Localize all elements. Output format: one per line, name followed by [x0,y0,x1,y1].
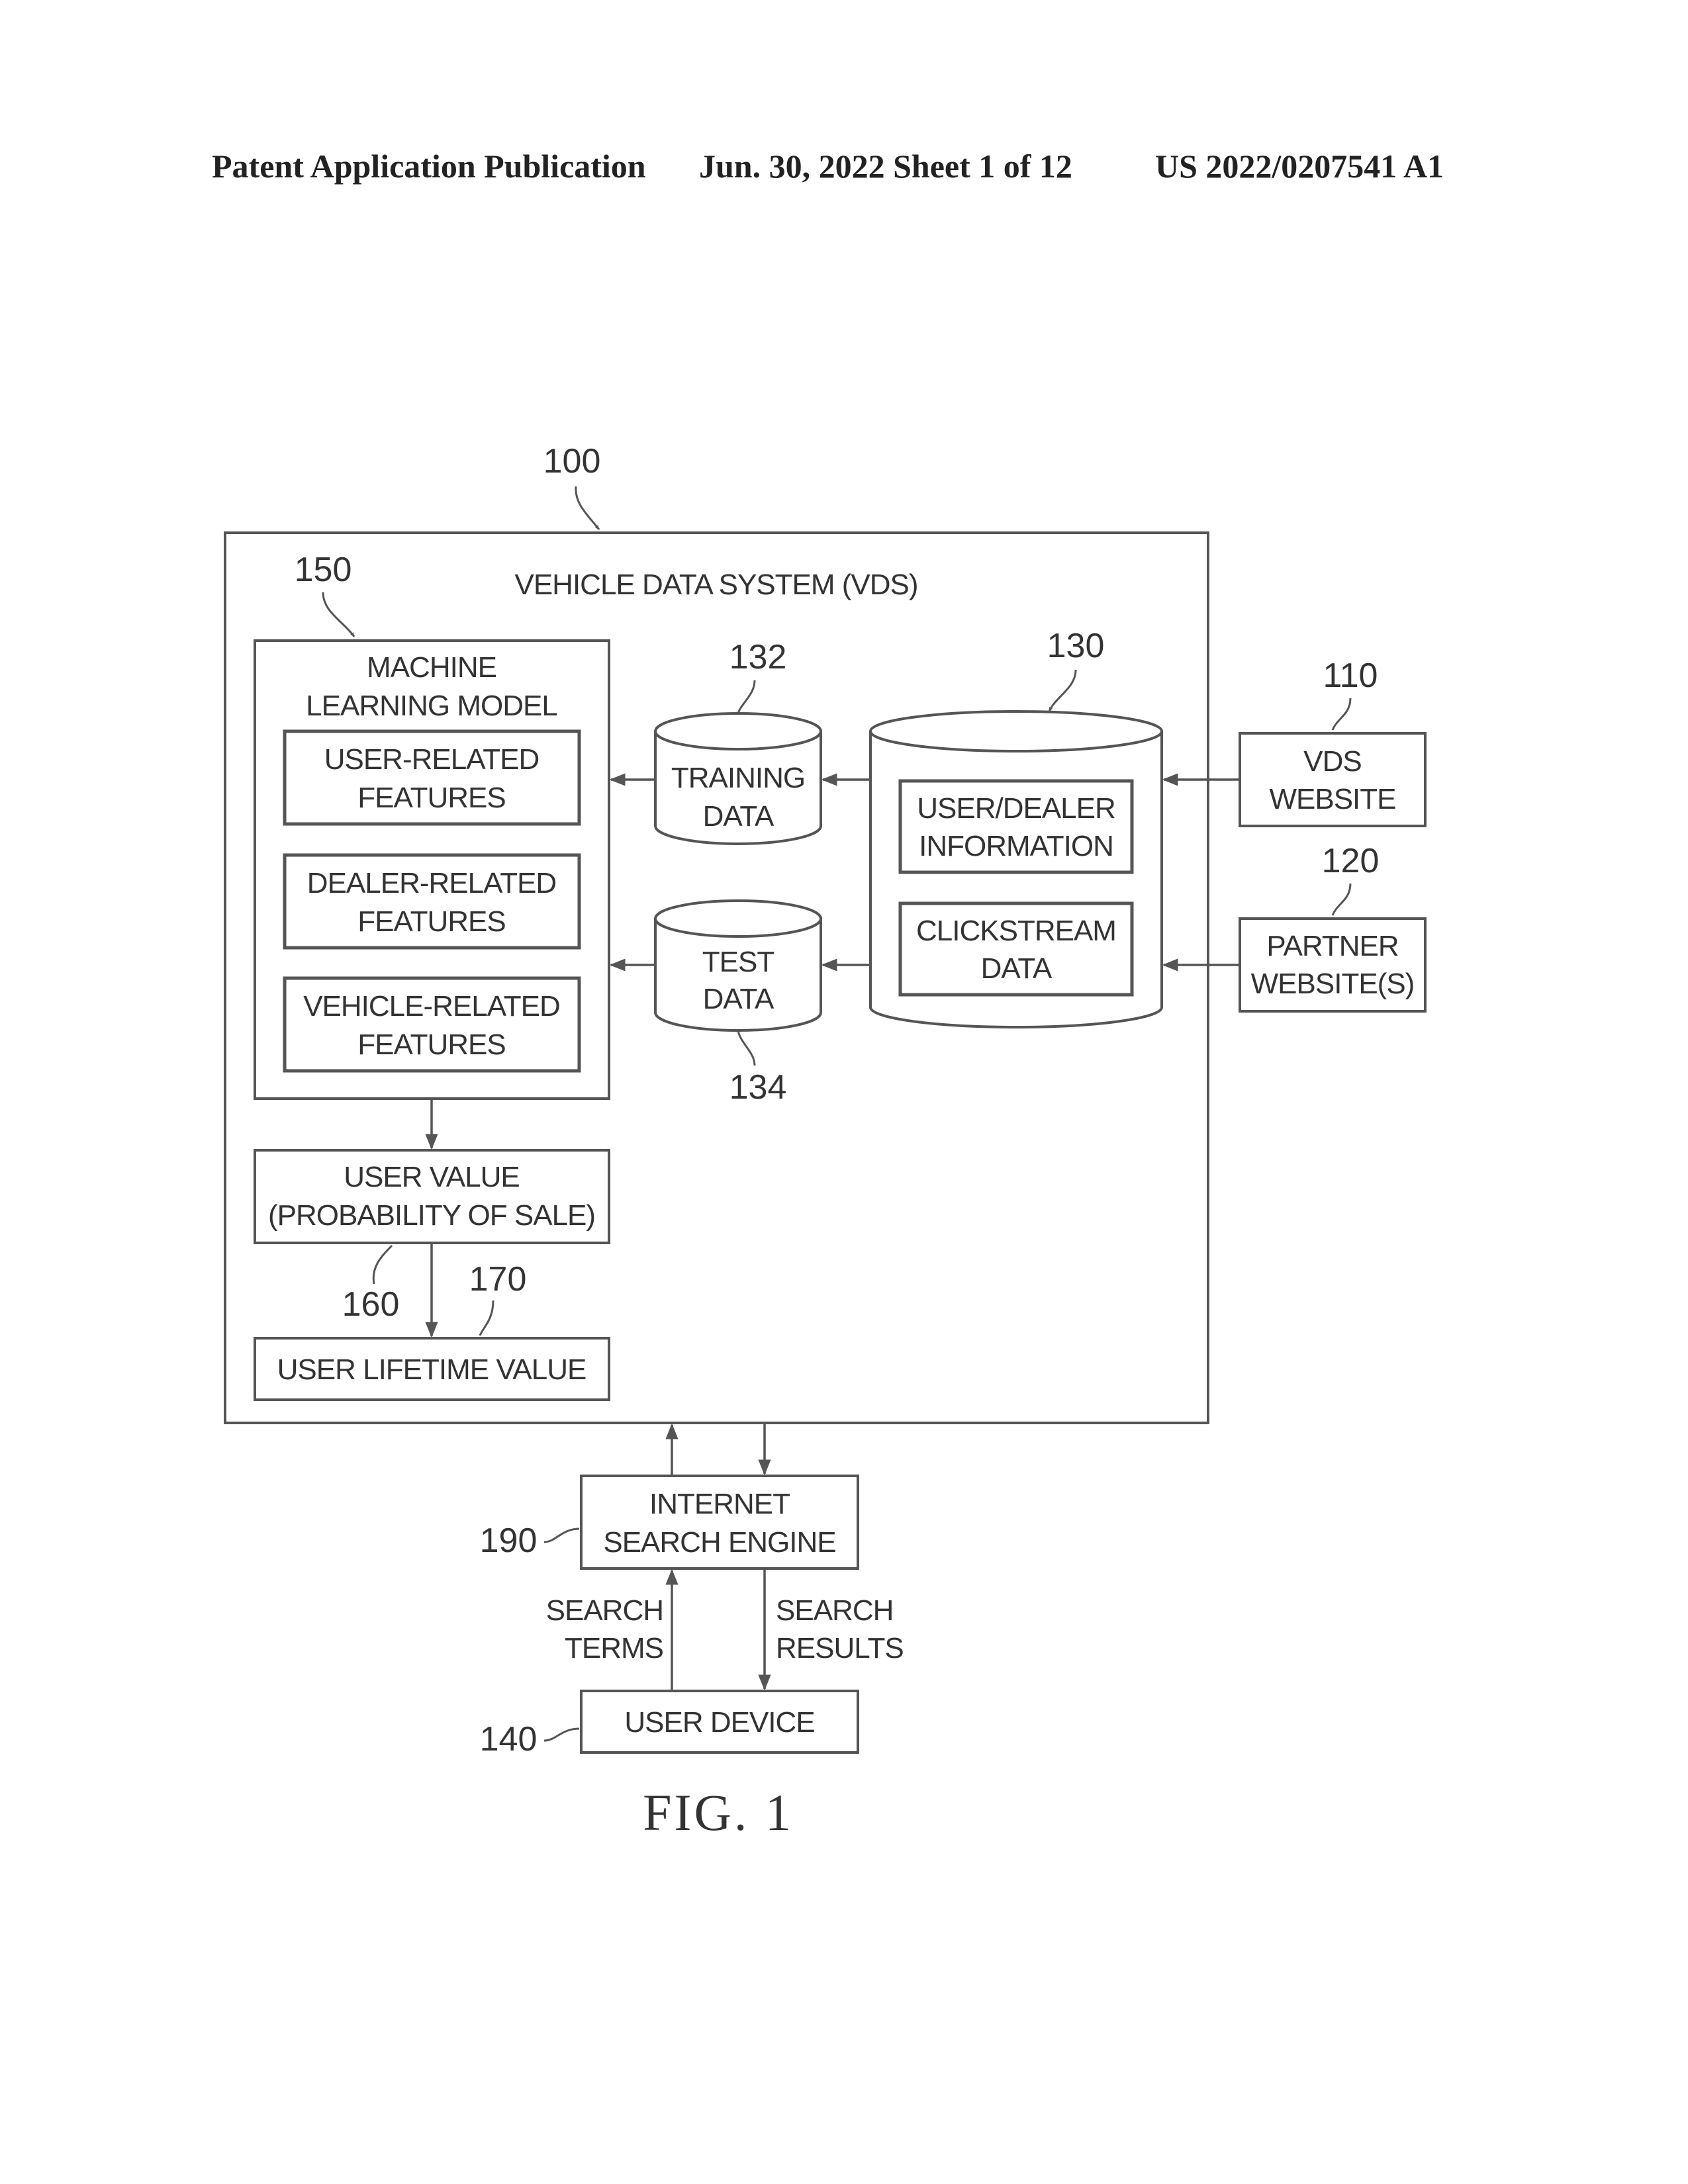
ml-model-label-line1: MACHINE [367,651,496,684]
clickstream-data-line1: CLICKSTREAM [916,915,1116,947]
publication-number: US 2022/0207541 A1 [1155,148,1444,185]
user-value-line1: USER VALUE [344,1161,520,1193]
user-related-features-line1: USER-RELATED [324,743,539,776]
ref-132: 132 [729,638,787,676]
leader-140 [544,1729,579,1741]
training-data-line1: TRAINING [671,762,805,794]
leader-190 [544,1529,579,1542]
internet-search-engine: INTERNET SEARCH ENGINE [581,1476,858,1569]
ref-130: 130 [1047,627,1105,665]
test-data-cylinder-top [655,901,821,936]
training-data-line2: DATA [703,800,774,833]
test-data-store: TEST DATA [655,901,821,1030]
test-data-line1: TEST [702,946,774,978]
search-results-line2: RESULTS [776,1632,904,1664]
partner-websites: PARTNER WEBSITE(S) [1240,919,1425,1011]
ref-100: 100 [543,442,601,480]
user-dealer-information-line2: INFORMATION [919,830,1113,862]
user-dealer-information-line1: USER/DEALER [917,792,1115,825]
vehicle-related-features-line2: FEATURES [357,1028,505,1061]
user-value-line2: (PROBABILITY OF SALE) [268,1199,595,1232]
page-header: Patent Application Publication Jun. 30, … [212,148,1444,185]
dealer-related-features-line1: DEALER-RELATED [307,867,556,899]
ref-140: 140 [480,1720,538,1758]
training-data-cylinder-top [655,713,821,749]
search-terms-line1: SEARCH [546,1594,663,1627]
publication-title: Patent Application Publication [212,148,646,185]
ref-120: 120 [1322,842,1380,880]
ref-190: 190 [480,1522,538,1560]
partner-websites-line2: WEBSITE(S) [1251,968,1415,1000]
user-device-label: USER DEVICE [624,1706,814,1739]
leader-110 [1333,698,1350,730]
ref-150: 150 [295,551,352,589]
vehicle-related-features-line1: VEHICLE-RELATED [303,990,560,1023]
vds-title: VEHICLE DATA SYSTEM (VDS) [514,569,917,601]
vds-website: VDS WEBSITE [1240,733,1425,826]
figure-caption: FIG. 1 [643,1784,794,1841]
search-engine-line2: SEARCH ENGINE [603,1526,835,1559]
machine-learning-model: MACHINE LEARNING MODEL USER-RELATED FEAT… [255,641,609,1099]
ref-170: 170 [469,1260,527,1298]
vds-website-line2: WEBSITE [1269,783,1395,815]
leader-100 [576,486,599,529]
user-value: USER VALUE (PROBABILITY OF SALE) [255,1150,609,1243]
ref-134: 134 [729,1068,787,1107]
search-engine-line1: INTERNET [649,1488,790,1520]
clickstream-data-line2: DATA [981,952,1053,985]
ref-160: 160 [342,1285,400,1324]
leader-120 [1333,884,1350,915]
ml-model-label-line2: LEARNING MODEL [306,690,557,722]
dealer-related-features-line2: FEATURES [357,905,505,938]
training-data-store: TRAINING DATA [655,713,821,844]
user-lifetime-value: USER LIFETIME VALUE [255,1338,609,1400]
search-results-line1: SEARCH [776,1594,893,1627]
data-store-130: USER/DEALER INFORMATION CLICKSTREAM DATA [870,711,1162,1027]
search-terms-line2: TERMS [565,1632,663,1664]
test-data-line2: DATA [703,983,774,1015]
data-store-cylinder-top [870,711,1162,751]
user-lifetime-value-label: USER LIFETIME VALUE [277,1353,586,1386]
publication-date-sheet: Jun. 30, 2022 Sheet 1 of 12 [699,148,1072,185]
partner-websites-line1: PARTNER [1266,930,1398,962]
user-device: USER DEVICE [581,1691,858,1752]
ref-110: 110 [1323,657,1378,695]
vds-website-line1: VDS [1303,745,1361,778]
user-related-features-line2: FEATURES [357,782,505,814]
